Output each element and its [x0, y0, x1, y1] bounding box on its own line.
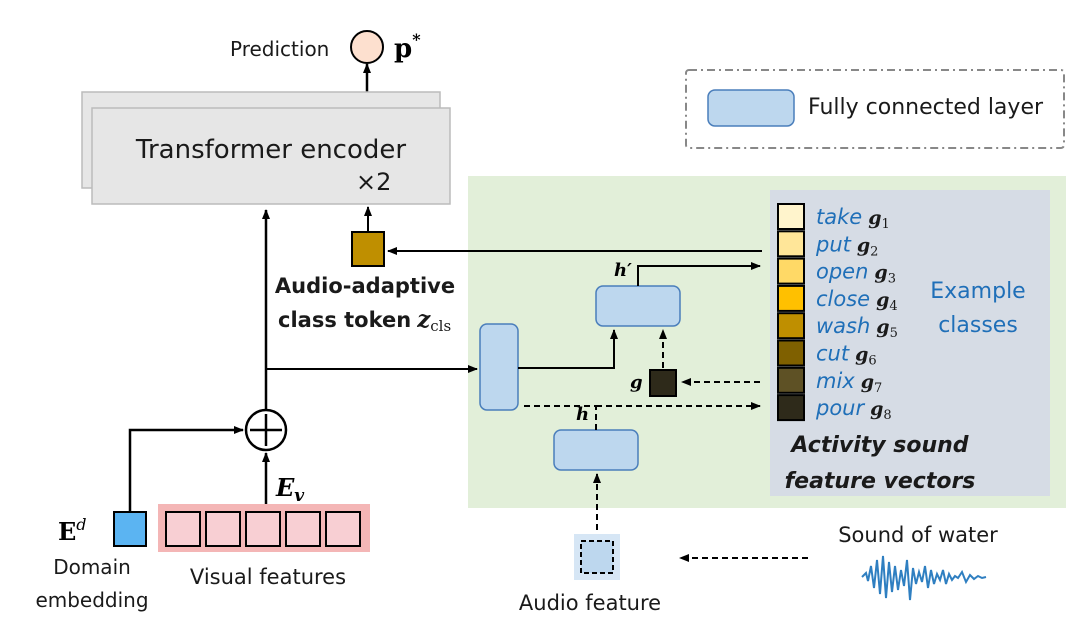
visual-feature-2 — [205, 511, 241, 547]
example-classes-line2: classes — [938, 313, 1018, 338]
class-vector-wash: g5 — [876, 316, 898, 341]
visual-feature-3 — [245, 511, 281, 547]
class-swatch-cut — [777, 339, 805, 367]
activity-sound-line2: feature vectors — [785, 469, 976, 494]
class-vector-mix: g7 — [861, 371, 883, 396]
legend-box — [685, 69, 1065, 149]
g-box — [649, 369, 677, 397]
class-vector-cut: g6 — [855, 344, 877, 369]
visual-feature-1 — [165, 511, 201, 547]
class-swatch-close — [777, 284, 805, 312]
arrow-domain-to-sum — [128, 426, 244, 512]
class-vector-open: g3 — [874, 262, 896, 287]
visual-feature-5 — [325, 511, 361, 547]
fc-h — [553, 429, 639, 471]
encoder-repeat: ×2 — [356, 168, 391, 196]
prediction-circle — [350, 30, 384, 64]
audio-feature-box — [580, 540, 614, 574]
class-name-pour: pour — [815, 396, 865, 420]
class-vector-close: g4 — [876, 289, 898, 314]
h-prime-label: h′ — [614, 260, 632, 281]
class-name-open: open — [816, 260, 868, 284]
domain-line1: Domain — [53, 555, 131, 579]
legend-fc-swatch — [707, 89, 795, 127]
class-vector-take: g1 — [868, 207, 890, 232]
class-name-take: take — [816, 205, 862, 229]
audio-label: Audio feature — [519, 591, 661, 615]
sound-label: Sound of water — [838, 523, 998, 547]
class-name-wash: wash — [816, 314, 870, 338]
class-token-box — [351, 231, 385, 267]
class-token-line1: Audio-adaptive — [275, 274, 455, 298]
class-vector-pour: g8 — [870, 398, 892, 423]
encoder-front — [91, 107, 451, 205]
domain-line2: embedding — [35, 588, 148, 612]
activity-sound-line1: Activity sound — [789, 433, 968, 458]
waveform-icon — [861, 555, 987, 601]
domain-box — [113, 511, 147, 547]
class-swatch-pour — [777, 394, 805, 422]
h-label: h — [576, 404, 589, 425]
visual-feature-4 — [285, 511, 321, 547]
class-vector-put: g2 — [857, 234, 879, 259]
prediction-symbol: p* — [394, 30, 421, 64]
g-label: g — [630, 372, 643, 393]
class-swatch-mix — [777, 366, 805, 394]
class-name-put: put — [815, 232, 852, 256]
class-name-mix: mix — [816, 369, 855, 393]
ev-symbol: Ev — [275, 473, 305, 506]
legend-label: Fully connected layer — [808, 95, 1044, 120]
domain-symbol: Ed — [58, 515, 87, 546]
example-classes-line1: Example — [930, 279, 1025, 304]
fc-h-prime — [595, 285, 681, 327]
class-panel — [770, 190, 1050, 496]
class-swatch-wash — [777, 312, 805, 340]
arrow-hprime-to-classes — [637, 262, 761, 286]
class-swatch-open — [777, 257, 805, 285]
class-name-cut: cut — [816, 342, 850, 366]
visual-label: Visual features — [190, 565, 346, 589]
fc-visual — [479, 323, 519, 411]
class-name-close: close — [816, 287, 870, 311]
class-swatch-put — [777, 230, 805, 258]
prediction-label: Prediction — [230, 37, 329, 61]
arrow-fcvisual-to-fchprime — [518, 329, 618, 369]
encoder-title: Transformer encoder — [135, 135, 406, 165]
class-swatch-take — [777, 203, 805, 230]
